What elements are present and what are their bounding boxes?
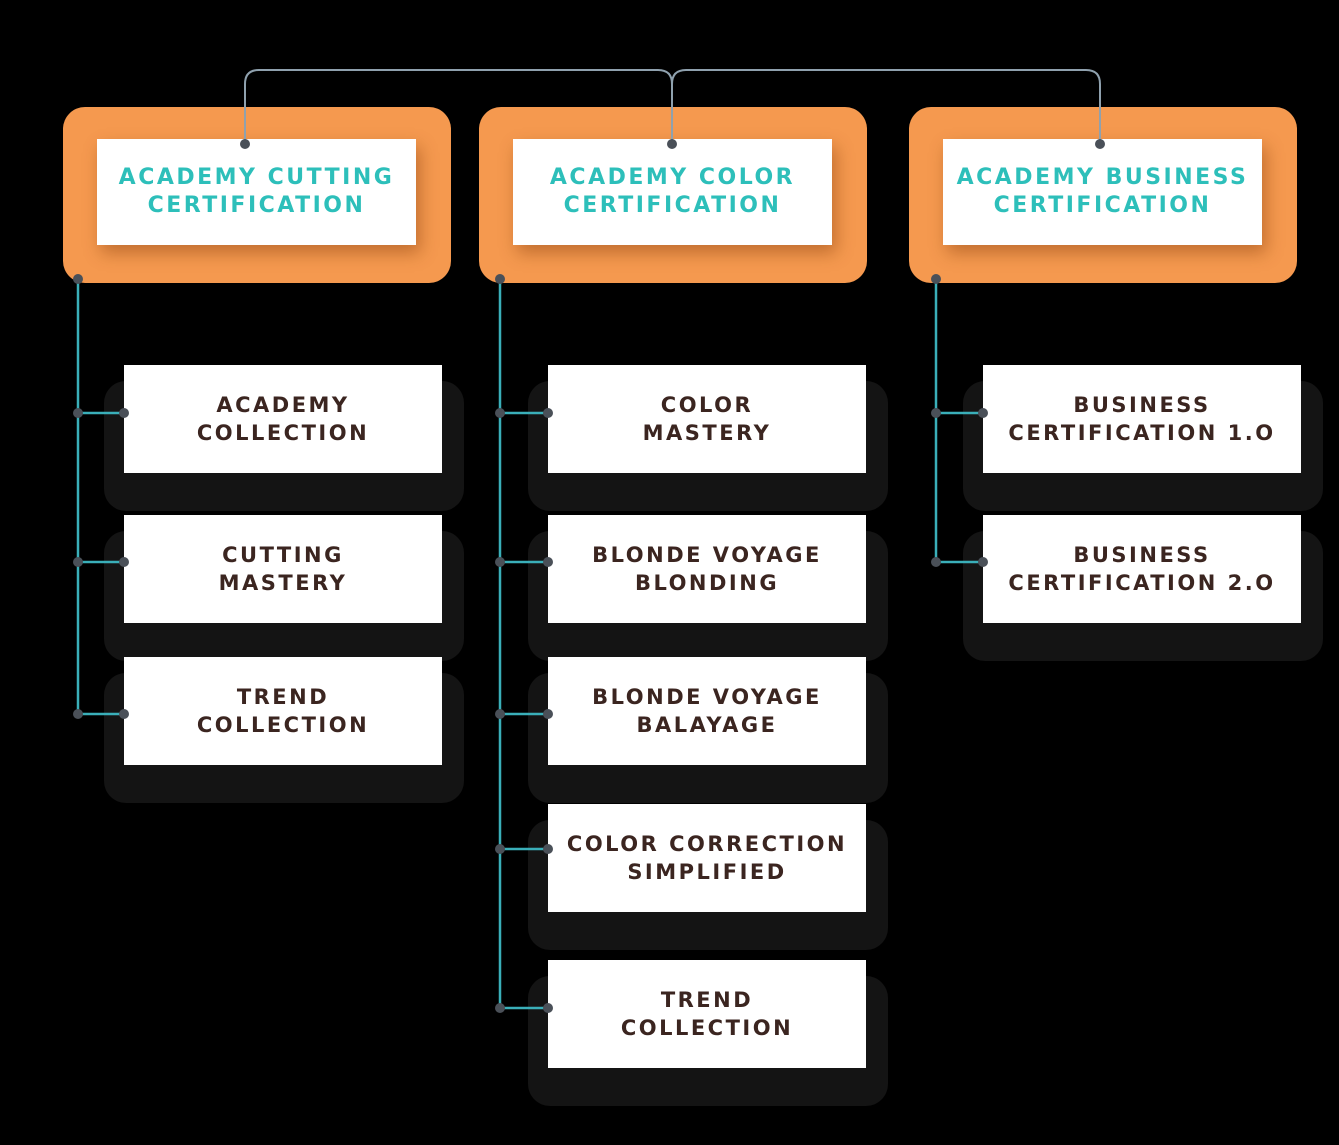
course-dot	[543, 1003, 553, 1013]
branch-dot	[73, 557, 83, 567]
trunk-start-dot	[931, 274, 941, 284]
certification-title: ACADEMY COLOR CERTIFICATION	[549, 165, 796, 218]
branch-dot	[495, 844, 505, 854]
branch-dot	[931, 408, 941, 418]
course-label: BUSINESS CERTIFICATION 2.O	[1008, 543, 1276, 595]
branch-dot	[73, 408, 83, 418]
branch-dot	[495, 1003, 505, 1013]
course-dot	[119, 557, 129, 567]
certification-title: ACADEMY BUSINESS CERTIFICATION	[956, 165, 1249, 218]
course-box: BLONDE VOYAGE BALAYAGE	[548, 657, 866, 765]
course-dot	[119, 709, 129, 719]
course-box: TREND COLLECTION	[124, 657, 442, 765]
tree-dots	[73, 139, 1105, 1013]
course-label: CUTTING MASTERY	[218, 543, 348, 595]
course-box: COLOR CORRECTION SIMPLIFIED	[548, 804, 866, 912]
course-label: COLOR CORRECTION SIMPLIFIED	[566, 832, 848, 884]
trunk-start-dot	[73, 274, 83, 284]
course-box: ACADEMY COLLECTION	[124, 365, 442, 473]
course-label: ACADEMY COLLECTION	[196, 393, 370, 445]
branch-dot	[495, 408, 505, 418]
course-label: BLONDE VOYAGE BALAYAGE	[592, 685, 822, 737]
course-box: BUSINESS CERTIFICATION 1.O	[983, 365, 1301, 473]
course-dot	[978, 557, 988, 567]
top-connector-dot	[240, 139, 250, 149]
certification-title: ACADEMY CUTTING CERTIFICATION	[118, 165, 395, 218]
course-label: BLONDE VOYAGE BLONDING	[592, 543, 822, 595]
branch-dot	[73, 709, 83, 719]
course-box: CUTTING MASTERY	[124, 515, 442, 623]
certification-title-box: ACADEMY BUSINESS CERTIFICATION	[943, 139, 1262, 245]
certification-title-box: ACADEMY COLOR CERTIFICATION	[513, 139, 832, 245]
top-connector	[244, 69, 1101, 144]
course-label: BUSINESS CERTIFICATION 1.O	[1008, 393, 1276, 445]
trunk-start-dot	[495, 274, 505, 284]
course-label: COLOR MASTERY	[642, 393, 772, 445]
branch-dot	[495, 709, 505, 719]
course-box: BLONDE VOYAGE BLONDING	[548, 515, 866, 623]
course-dot	[543, 557, 553, 567]
course-label: TREND COLLECTION	[620, 988, 794, 1040]
course-dot	[119, 408, 129, 418]
course-dot	[543, 709, 553, 719]
top-connector-dot	[1095, 139, 1105, 149]
branch-dot	[495, 557, 505, 567]
course-dot	[978, 408, 988, 418]
course-box: COLOR MASTERY	[548, 365, 866, 473]
certification-card: ACADEMY CUTTING CERTIFICATION	[63, 107, 451, 283]
certification-title-box: ACADEMY CUTTING CERTIFICATION	[97, 139, 416, 245]
course-box: BUSINESS CERTIFICATION 2.O	[983, 515, 1301, 623]
course-label: TREND COLLECTION	[196, 685, 370, 737]
course-dot	[543, 408, 553, 418]
tree-lines	[76, 279, 983, 1010]
course-dot	[543, 844, 553, 854]
certification-card: ACADEMY BUSINESS CERTIFICATION	[909, 107, 1297, 283]
course-box: TREND COLLECTION	[548, 960, 866, 1068]
top-connector-dot	[667, 139, 677, 149]
branch-dot	[931, 557, 941, 567]
